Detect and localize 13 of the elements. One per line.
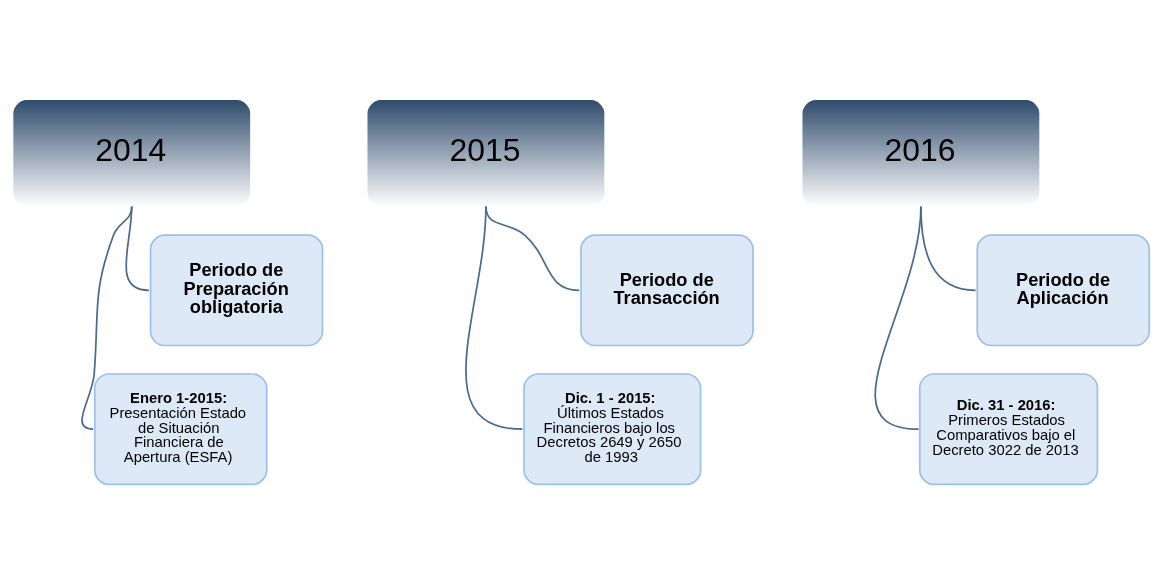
node-box: Periodo de Aplicación: [976, 233, 1151, 346]
connector: [125, 205, 150, 291]
node-box: Enero 1-2015: Presentación Estado de Situación Financiera de Apertura (ESFA): [93, 372, 268, 485]
node-box: 2014: [12, 98, 252, 207]
node-box: 2016: [801, 98, 1041, 207]
connector: [81, 205, 133, 430]
connector: [874, 205, 922, 430]
connector: [465, 205, 524, 430]
node-box: Dic. 1 - 2015: Últimos Estados Financieros bajo los Decretos 2649 y 2650 de 1993: [523, 372, 702, 485]
node-box: Periodo de Transacción: [580, 233, 754, 346]
node-box: 2015: [366, 98, 606, 207]
node-box: Dic. 31 - 2016: Primeros Estados Comparativos bajo el Decreto 3022 de 2013: [918, 372, 1099, 485]
node-box: Periodo de Preparación obligatoria: [149, 233, 324, 346]
